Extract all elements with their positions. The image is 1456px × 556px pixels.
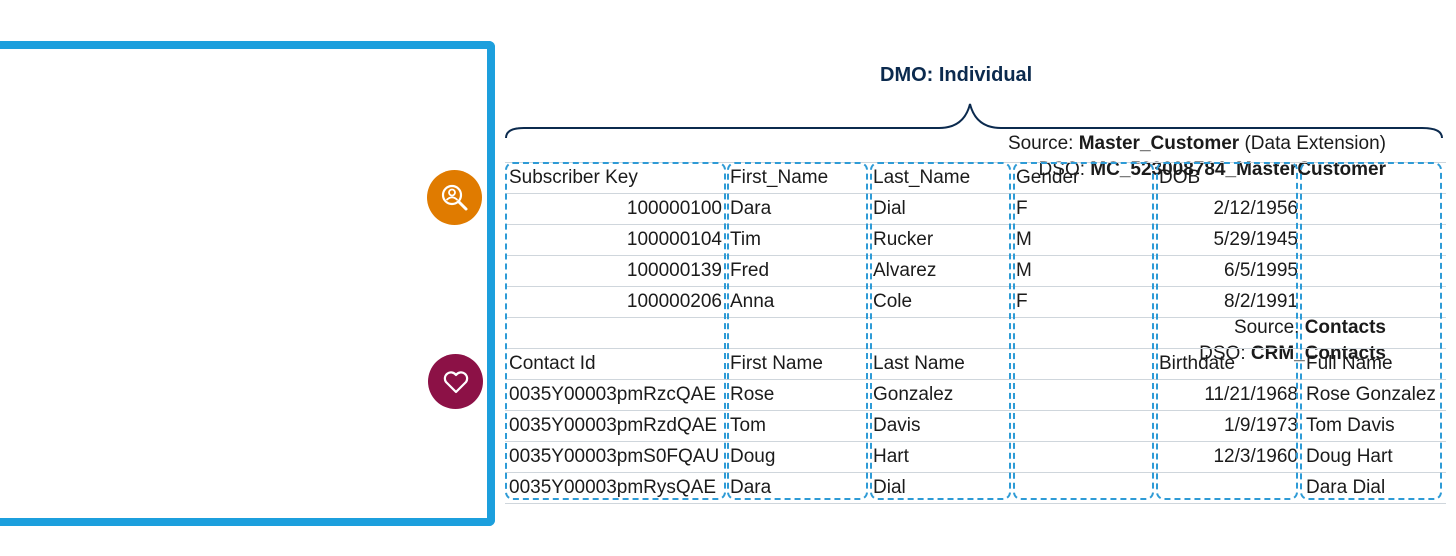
table-cell bbox=[1302, 286, 1446, 318]
table-cell: Dara bbox=[726, 193, 869, 225]
table-cell: Alvarez bbox=[869, 255, 1012, 287]
table-cell: Gonzalez bbox=[869, 379, 1012, 411]
source-type: (Data Extension) bbox=[1239, 133, 1386, 154]
column-header: Subscriber Key bbox=[505, 162, 726, 194]
column-header: Contact Id bbox=[505, 348, 726, 380]
table-cell: 0035Y00003pmS0FQAU bbox=[505, 441, 726, 473]
column-header: Gender bbox=[1012, 162, 1155, 194]
table-cell: Cole bbox=[869, 286, 1012, 318]
table-cell: Dara Dial bbox=[1302, 472, 1446, 504]
table-cell bbox=[1302, 193, 1446, 225]
table-cell bbox=[1012, 317, 1155, 349]
table-cell bbox=[1155, 472, 1302, 504]
table-cell: Anna bbox=[726, 286, 869, 318]
table-cell: 100000139 bbox=[505, 255, 726, 287]
table-cell: M bbox=[1012, 224, 1155, 256]
table-cell: Rucker bbox=[869, 224, 1012, 256]
table-cell: Davis bbox=[869, 410, 1012, 442]
table-cell bbox=[1302, 224, 1446, 256]
table-row bbox=[505, 317, 1446, 349]
column-header: Last_Name bbox=[869, 162, 1012, 194]
table-cell bbox=[505, 317, 726, 349]
table-cell: Dara bbox=[726, 472, 869, 504]
table-cell: Hart bbox=[869, 441, 1012, 473]
table-cell: 100000100 bbox=[505, 193, 726, 225]
table-cell: Tom Davis bbox=[1302, 410, 1446, 442]
table-cell: 5/29/1945 bbox=[1155, 224, 1302, 256]
table-cell: 12/3/1960 bbox=[1155, 441, 1302, 473]
table-cell: Rose Gonzalez bbox=[1302, 379, 1446, 411]
table-cell: Doug bbox=[726, 441, 869, 473]
table-cell bbox=[1155, 317, 1302, 349]
table-cell: M bbox=[1012, 255, 1155, 287]
table-cell: 100000206 bbox=[505, 286, 726, 318]
table-cell bbox=[869, 317, 1012, 349]
column-header bbox=[1012, 348, 1155, 380]
table-cell bbox=[1012, 410, 1155, 442]
column-header: First Name bbox=[726, 348, 869, 380]
table-cell: 100000104 bbox=[505, 224, 726, 256]
column-header: Last Name bbox=[869, 348, 1012, 380]
table-cell: Dial bbox=[869, 193, 1012, 225]
column-header: Full Name bbox=[1302, 348, 1446, 380]
curly-brace bbox=[505, 103, 1443, 139]
table-cell bbox=[1012, 441, 1155, 473]
table-cell: Tom bbox=[726, 410, 869, 442]
column-header bbox=[1302, 162, 1446, 194]
table-cell: F bbox=[1012, 193, 1155, 225]
column-header: DOB bbox=[1155, 162, 1302, 194]
table-cell bbox=[1302, 317, 1446, 349]
table-cell: 0035Y00003pmRysQAE bbox=[505, 472, 726, 504]
table-cell: Doug Hart bbox=[1302, 441, 1446, 473]
table-cell: Dial bbox=[869, 472, 1012, 504]
source-label: Source: bbox=[1007, 133, 1079, 154]
table-cell: 1/9/1973 bbox=[1155, 410, 1302, 442]
table-cell bbox=[1302, 255, 1446, 287]
table-cell: 6/5/1995 bbox=[1155, 255, 1302, 287]
table-cell: 0035Y00003pmRzdQAE bbox=[505, 410, 726, 442]
data-sources-panel bbox=[0, 41, 495, 526]
search-user-icon bbox=[427, 170, 482, 225]
table-cell: Rose bbox=[726, 379, 869, 411]
table-cell bbox=[726, 317, 869, 349]
table-cell: 2/12/1956 bbox=[1155, 193, 1302, 225]
table-cell: Tim bbox=[726, 224, 869, 256]
heart-icon bbox=[428, 354, 483, 409]
table-cell: F bbox=[1012, 286, 1155, 318]
table-cell bbox=[1012, 472, 1155, 504]
source-name: Master_Customer bbox=[1078, 133, 1240, 154]
table-cell bbox=[1012, 379, 1155, 411]
table-cell: 8/2/1991 bbox=[1155, 286, 1302, 318]
dmo-title: DMO: Individual bbox=[880, 64, 1033, 86]
table-cell: Fred bbox=[726, 255, 869, 287]
column-header: First_Name bbox=[726, 162, 869, 194]
table-cell: 11/21/1968 bbox=[1155, 379, 1302, 411]
table-cell: 0035Y00003pmRzcQAE bbox=[505, 379, 726, 411]
column-header: Birthdate bbox=[1155, 348, 1302, 380]
